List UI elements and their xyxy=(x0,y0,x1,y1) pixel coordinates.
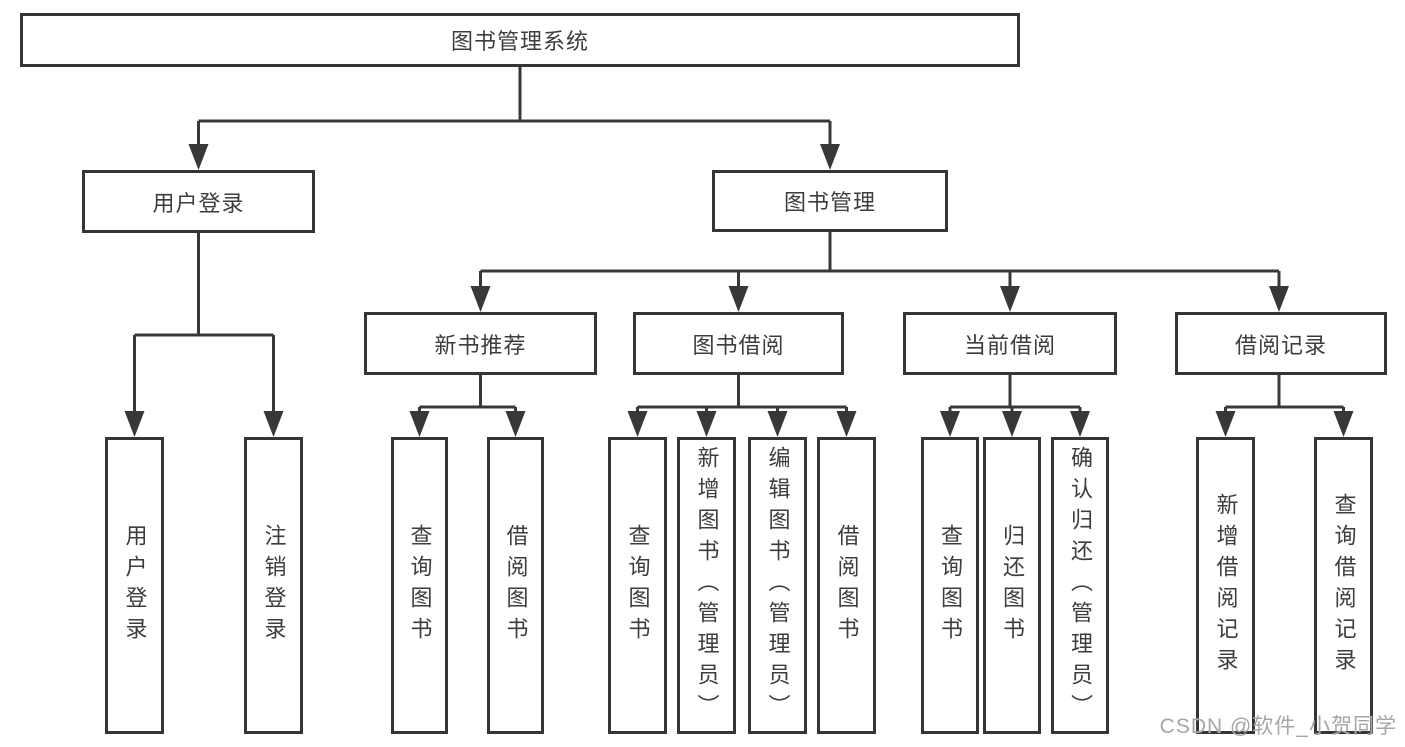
node-new-book-recommend: 新书推荐 xyxy=(364,312,597,375)
node-book-management: 图书管理 xyxy=(712,170,948,232)
leaf-edit-book-admin-label: 编辑图书（管理员） xyxy=(765,446,791,725)
arrowhead-query-books-recommend xyxy=(409,411,430,437)
connector-new-book-recommend-children xyxy=(418,375,517,413)
leaf-query-books-borrow: 查询图书 xyxy=(608,437,667,734)
arrowhead-leaf-user-login xyxy=(124,411,145,437)
node-book-borrow-label: 图书借阅 xyxy=(692,332,785,358)
arrowhead-query-borrow-record xyxy=(1333,411,1354,437)
leaf-add-book-admin: 新增图书（管理员） xyxy=(677,437,736,734)
leaf-add-book-admin-label: 新增图书（管理员） xyxy=(694,446,720,725)
leaf-user-login: 用户登录 xyxy=(105,437,164,734)
leaf-query-books-recommend: 查询图书 xyxy=(391,437,448,734)
arrowhead-return-book xyxy=(1002,411,1022,437)
connector-book-management-children xyxy=(479,232,1281,288)
node-borrow-records-label: 借阅记录 xyxy=(1234,332,1327,358)
connector-root-to-level2 xyxy=(197,67,832,146)
leaf-confirm-return-admin-label: 确认归还（管理员） xyxy=(1068,446,1093,725)
node-current-borrow-label: 当前借阅 xyxy=(963,332,1056,358)
node-user-login-label: 用户登录 xyxy=(152,190,245,216)
leaf-borrow-books-label: 借阅图书 xyxy=(834,523,860,648)
node-new-book-recommend-label: 新书推荐 xyxy=(434,332,527,358)
leaf-edit-book-admin: 编辑图书（管理员） xyxy=(748,437,807,734)
connector-borrow-records-children xyxy=(1224,375,1345,413)
leaf-return-book-label: 归还图书 xyxy=(1000,523,1025,648)
arrowhead-query-books-current xyxy=(940,411,960,437)
arrowhead-confirm-return xyxy=(1070,411,1090,437)
node-root-label: 图书管理系统 xyxy=(450,29,589,54)
arrowhead-borrow-books-recommend xyxy=(505,411,526,437)
arrowhead-new-book-recommend xyxy=(470,286,491,312)
node-book-borrow: 图书借阅 xyxy=(633,312,844,375)
connector-current-borrow-children xyxy=(948,375,1082,413)
leaf-query-books-current-label: 查询图书 xyxy=(938,523,963,648)
leaf-borrow-books: 借阅图书 xyxy=(817,437,876,734)
node-borrow-records: 借阅记录 xyxy=(1175,312,1387,375)
connector-book-borrow-children xyxy=(636,375,848,413)
node-book-management-label: 图书管理 xyxy=(783,190,876,215)
csdn-watermark: CSDN @软件_小贺同学 xyxy=(1159,715,1397,738)
leaf-query-books-current: 查询图书 xyxy=(921,437,979,734)
arrowhead-add-borrow-record xyxy=(1215,411,1236,437)
leaf-return-book: 归还图书 xyxy=(983,437,1041,734)
arrowhead-add-book-admin xyxy=(696,411,717,437)
node-current-borrow: 当前借阅 xyxy=(903,312,1117,375)
leaf-query-borrow-record-label: 查询借阅记录 xyxy=(1331,492,1357,679)
arrowhead-leaf-logout xyxy=(263,411,284,437)
leaf-query-books-borrow-label: 查询图书 xyxy=(625,523,651,648)
leaf-query-borrow-record: 查询借阅记录 xyxy=(1314,437,1373,734)
arrowhead-book-borrow xyxy=(728,286,749,312)
leaf-add-borrow-record: 新增借阅记录 xyxy=(1196,437,1255,734)
arrowhead-query-books-borrow xyxy=(627,411,648,437)
leaf-borrow-books-recommend-label: 借阅图书 xyxy=(503,523,529,648)
leaf-borrow-books-recommend: 借阅图书 xyxy=(487,437,544,734)
node-root: 图书管理系统 xyxy=(20,13,1020,67)
leaf-logout-label: 注销登录 xyxy=(261,523,287,648)
leaf-query-books-recommend-label: 查询图书 xyxy=(407,523,433,648)
connector-user-login-children xyxy=(133,233,275,413)
arrowhead-borrow-books xyxy=(836,411,857,437)
node-user-login: 用户登录 xyxy=(82,170,315,233)
leaf-confirm-return-admin: 确认归还（管理员） xyxy=(1051,437,1109,734)
leaf-add-borrow-record-label: 新增借阅记录 xyxy=(1213,492,1239,679)
arrowhead-user-login xyxy=(188,144,209,170)
leaf-logout: 注销登录 xyxy=(244,437,303,734)
leaf-user-login-label: 用户登录 xyxy=(122,523,148,648)
arrowhead-book-management xyxy=(820,144,840,170)
arrowhead-borrow-records xyxy=(1269,286,1289,312)
arrowhead-edit-book-admin xyxy=(767,411,788,437)
arrowhead-current-borrow xyxy=(1000,286,1020,312)
